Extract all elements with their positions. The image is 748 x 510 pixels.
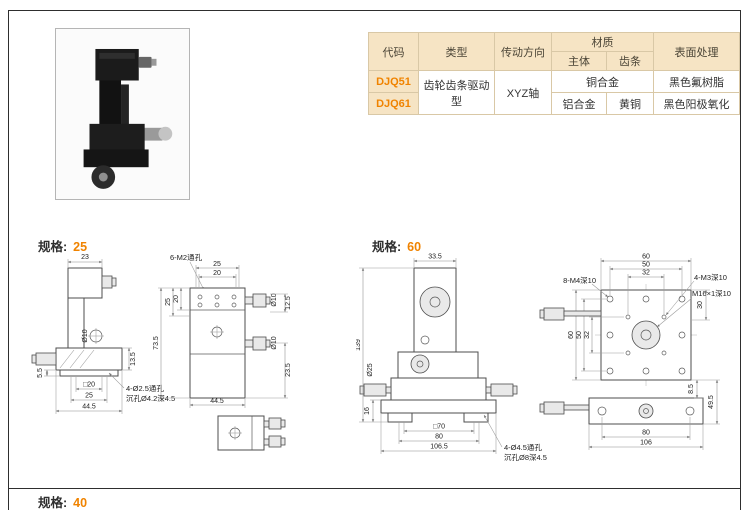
col-header-material: 材质 (551, 32, 654, 52)
dim-60top-l50: 50 (576, 331, 583, 339)
dim-25front-r235: 23.5 (285, 363, 292, 377)
spec-60-value: 60 (407, 240, 422, 254)
spec-60-label: 规格: (372, 240, 402, 254)
spec-table: 代码 类型 传动方向 材质 表面处理 主体 齿条 DJQ51 齿轮齿条驱动型 X… (368, 32, 740, 115)
dim-60front-b80: 80 (435, 434, 443, 441)
section-divider (9, 488, 740, 489)
dim-60top-b106: 106 (640, 440, 652, 447)
dim-25front-l20: 20 (173, 295, 180, 303)
col-header-direction: 传动方向 (494, 32, 552, 71)
dim-25side-width: 23 (81, 254, 89, 261)
dim-25side-knob-dia: Ø10 (82, 329, 89, 342)
table-row-djq61: DJQ61 铝合金 黄铜 黑色阳极氧化 (368, 92, 740, 115)
dim-60top-l32: 32 (584, 331, 591, 339)
product-photo (55, 28, 190, 200)
cell-body-djq61: 铝合金 (551, 92, 607, 115)
dim-25front-knob1-dia: Ø10 (271, 293, 278, 306)
dim-25front-t20: 20 (213, 270, 221, 277)
col-header-material-rack: 齿条 (606, 51, 654, 71)
spec25-side-view: 23 Ø10 13.5 5.5 □20 25 44.5 4-Ø2.5通孔 (31, 254, 175, 414)
spec25-small-top-view (217, 415, 286, 451)
cell-surface-djq51: 黑色氟树脂 (653, 70, 740, 93)
annotation-60top-m4: 8-M4深10 (563, 276, 596, 285)
dim-25side-w25: 25 (85, 393, 93, 400)
cell-material-djq51: 铜合金 (551, 70, 654, 93)
cell-surface-djq61: 黑色阳极氧化 (653, 92, 740, 115)
cell-code-djq61: DJQ61 (368, 92, 419, 115)
section-label-spec-25: 规格: 25 (38, 236, 87, 255)
spec60-top-view: 60 50 32 8-M4深10 4-M3深10 M16×1深10 60 50 (539, 254, 731, 450)
dim-60front-b1065: 106.5 (430, 444, 448, 451)
dim-60top-t32: 32 (642, 270, 650, 277)
dim-60front-h139: 139 (356, 339, 362, 351)
cell-code-djq51: DJQ51 (368, 70, 419, 93)
dim-60top-t50: 50 (642, 262, 650, 269)
dim-25side-sq20: □20 (83, 382, 95, 389)
product-photo-illustration (56, 29, 189, 199)
dim-60front-t335: 33.5 (428, 254, 442, 261)
section-label-spec-60: 规格: 60 (372, 236, 421, 255)
dim-60front-h16: 16 (364, 407, 371, 415)
spec-40-value: 40 (73, 496, 88, 510)
spec-40-label: 规格: (38, 496, 68, 510)
dim-25front-l25: 25 (165, 298, 172, 306)
dim-60top-t60: 60 (642, 254, 650, 261)
annotation-25front-tap: 6-M2通孔 (170, 252, 203, 262)
page-frame (8, 10, 741, 510)
dim-60top-l60: 60 (568, 331, 575, 339)
col-header-material-body: 主体 (551, 51, 607, 71)
dim-60top-r85: 8.5 (688, 384, 695, 394)
dim-25side-h55: 5.5 (37, 368, 44, 378)
dim-25side-w445: 44.5 (82, 404, 96, 411)
table-row-djq51: DJQ51 齿轮齿条驱动型 XYZ轴 铜合金 黑色氟树脂 (368, 70, 740, 115)
annotation-25side-holes-1: 4-Ø2.5通孔 (126, 383, 164, 393)
spec25-front-view: 6-M2通孔 25 20 20 25 (153, 252, 292, 408)
spec-25-label: 规格: (38, 240, 68, 254)
cell-type: 齿轮齿条驱动型 (418, 70, 495, 115)
drawing-spec-60: 33.5 139 16 Ø25 □70 80 106.5 4-Ø4.5通孔 沉孔 (356, 254, 731, 463)
drawing-spec-25: 23 Ø10 13.5 5.5 □20 25 44.5 4-Ø2.5通孔 (31, 252, 292, 451)
annotation-60front-holes-2: 沉孔Ø8深4.5 (504, 453, 547, 462)
cell-direction: XYZ轴 (494, 70, 552, 115)
annotation-60top-m3: 4-M3深10 (694, 273, 727, 282)
dim-60front-knob-dia: Ø25 (367, 363, 374, 376)
section-label-spec-40: 规格: 40 (38, 492, 87, 510)
dim-60top-r495: 49.5 (708, 395, 715, 409)
dim-60top-r30: 30 (697, 301, 704, 309)
annotation-25side-holes-2: 沉孔Ø4.2深4.5 (126, 394, 175, 403)
dim-25front-h735: 73.5 (153, 336, 160, 350)
dim-25front-b445: 44.5 (210, 398, 224, 405)
col-header-surface: 表面处理 (653, 32, 740, 71)
dim-60top-b80: 80 (642, 430, 650, 437)
annotation-60top-m16: M16×1深10 (692, 289, 731, 298)
col-header-code: 代码 (368, 32, 419, 71)
cell-rack-djq61: 黄铜 (606, 92, 654, 115)
dim-25front-t25: 25 (213, 261, 221, 268)
annotation-60front-holes-1: 4-Ø4.5通孔 (504, 442, 542, 452)
col-header-type: 类型 (418, 32, 495, 71)
spec-25-value: 25 (73, 240, 88, 254)
dim-60front-sq70: □70 (433, 424, 445, 431)
dim-25side-h135: 13.5 (130, 352, 137, 366)
dim-25front-r125: 12.5 (285, 296, 292, 310)
spec60-front-view: 33.5 139 16 Ø25 □70 80 106.5 4-Ø4.5通孔 沉孔 (356, 254, 547, 463)
